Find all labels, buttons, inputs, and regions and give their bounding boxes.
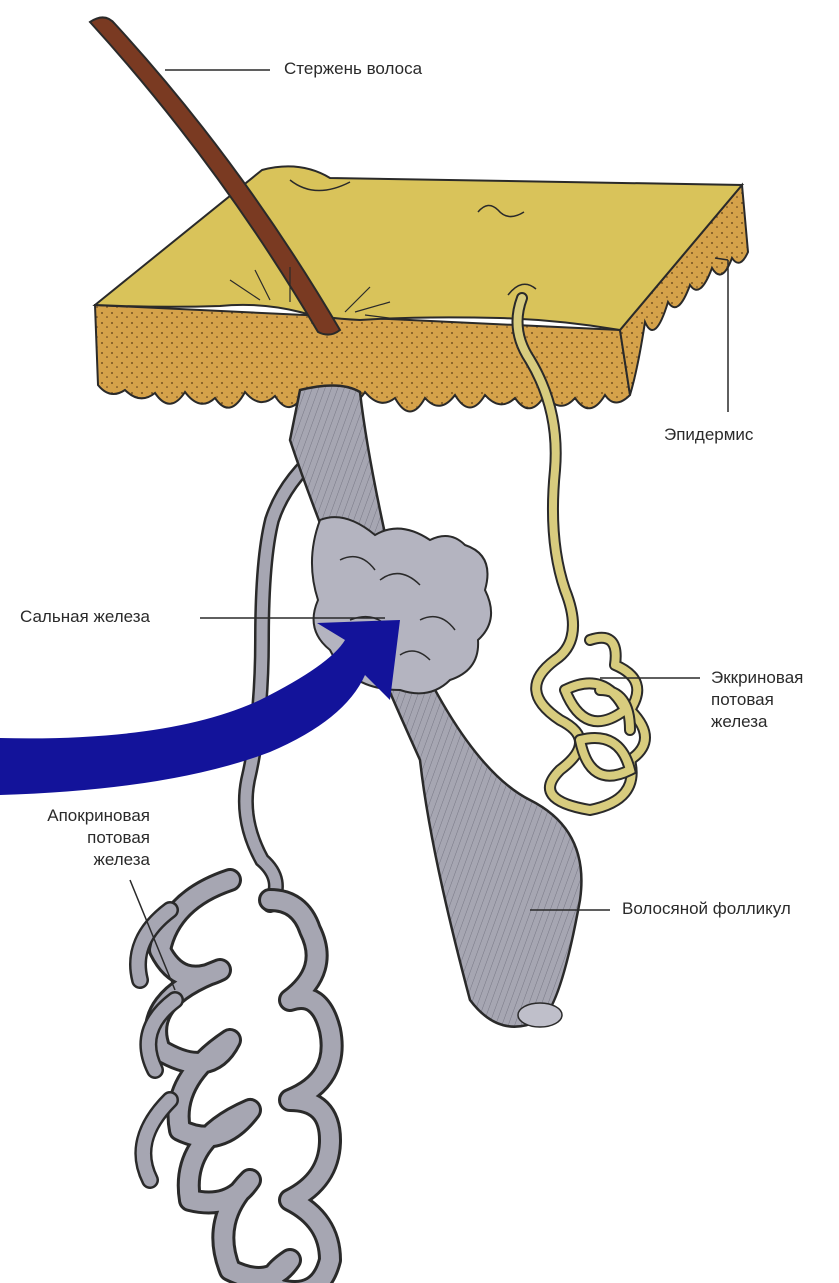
apocrine-gland xyxy=(138,448,332,1283)
label-eccrine-line-2: потовая xyxy=(711,689,803,711)
label-eccrine-line-1: Эккриновая xyxy=(711,667,803,689)
label-apocrine-gland: Апокриновая потовая железа xyxy=(18,805,150,871)
label-eccrine-gland: Эккриновая потовая железа xyxy=(711,667,803,733)
label-sebaceous-gland: Сальная железа xyxy=(20,606,150,628)
label-epidermis: Эпидермис xyxy=(664,424,753,446)
label-apocrine-line-2: потовая xyxy=(18,827,150,849)
label-hair-shaft: Стержень волоса xyxy=(284,58,422,80)
label-apocrine-line-1: Апокриновая xyxy=(18,805,150,827)
label-hair-follicle: Волосяной фолликул xyxy=(622,898,791,920)
label-eccrine-line-3: железа xyxy=(711,711,803,733)
epidermis-block xyxy=(95,166,748,411)
label-apocrine-line-3: железа xyxy=(18,849,150,871)
